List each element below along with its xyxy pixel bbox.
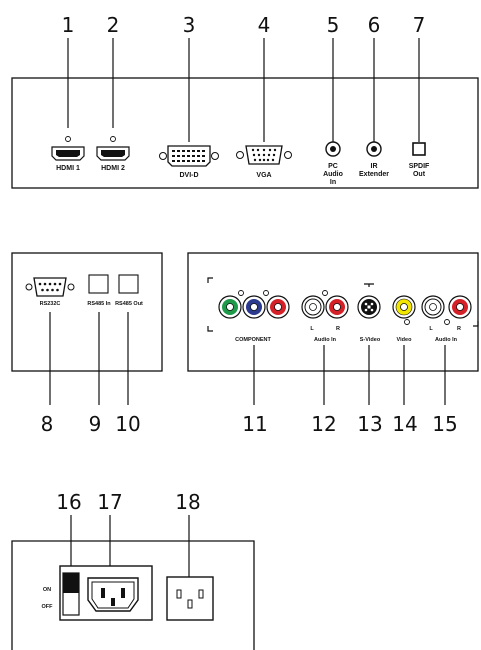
- ir-label-2: Extender: [359, 171, 389, 178]
- video-label: Video: [397, 337, 413, 343]
- ir-extender-jack: [366, 141, 382, 157]
- switch-on-label: ON: [43, 587, 51, 593]
- audio1-left-jack: [301, 295, 325, 319]
- callout-6: 6: [368, 13, 381, 37]
- audio2-right-jack: [448, 295, 472, 319]
- audio2-label: Audio In: [435, 337, 458, 343]
- vga-label: VGA: [256, 172, 271, 179]
- vga-port: [236, 145, 292, 165]
- video-led: [404, 319, 410, 325]
- audio1-right-jack: [325, 295, 349, 319]
- audio1-led: [322, 290, 328, 296]
- callout-3: 3: [183, 13, 196, 37]
- pc-audio-label-2: Audio: [323, 171, 343, 178]
- top-panel: [11, 77, 479, 189]
- audio1-l-label: L: [310, 326, 314, 332]
- audio2-l-label: L: [429, 326, 433, 332]
- callout-18: 18: [175, 490, 200, 514]
- rs485-in-port: [88, 274, 109, 294]
- component-bracket-bl: [207, 326, 213, 332]
- spdif-label-2: Out: [413, 171, 426, 178]
- svideo-label: S-Video: [360, 337, 381, 343]
- component-led-2: [263, 290, 269, 296]
- dvid-label: DVI-D: [179, 172, 198, 179]
- audio2-r-label: R: [457, 326, 461, 332]
- audio2-bracket: [473, 321, 479, 327]
- hdmi1-port: [51, 136, 85, 161]
- ir-label-1: IR: [371, 163, 378, 170]
- spdif-label-1: SPDIF: [409, 163, 430, 170]
- component-led-1: [238, 290, 244, 296]
- pc-audio-jack: [325, 141, 341, 157]
- audio2-left-jack: [421, 295, 445, 319]
- switch-off-label: OFF: [42, 604, 54, 610]
- callout-11: 11: [242, 412, 267, 436]
- audio2-led: [444, 319, 450, 325]
- callout-10: 10: [115, 412, 140, 436]
- svideo-port: [357, 295, 381, 319]
- hdmi2-label: HDMI 2: [101, 165, 125, 172]
- rs232c-port: [25, 277, 75, 297]
- callout-13: 13: [357, 412, 382, 436]
- callout-7: 7: [413, 13, 426, 37]
- component-label: COMPONENT: [235, 337, 271, 343]
- callout-15: 15: [432, 412, 457, 436]
- audio1-r-label: R: [336, 326, 340, 332]
- pc-audio-label-3: In: [330, 179, 336, 186]
- rs485-out-port: [118, 274, 139, 294]
- callout-12: 12: [311, 412, 336, 436]
- callout-4: 4: [258, 13, 271, 37]
- callout-5: 5: [327, 13, 340, 37]
- callout-17: 17: [97, 490, 122, 514]
- hdmi2-port: [96, 136, 130, 161]
- power-outlet: [166, 576, 214, 621]
- pc-audio-label-1: PC: [328, 163, 338, 170]
- dvid-port: [159, 145, 219, 167]
- component-bracket-tl: [207, 277, 213, 283]
- component-green-jack: [218, 295, 242, 319]
- callout-14: 14: [392, 412, 417, 436]
- video-jack: [392, 295, 416, 319]
- component-blue-jack: [242, 295, 266, 319]
- audio1-label: Audio In: [314, 337, 337, 343]
- svideo-tick: [364, 283, 374, 287]
- hdmi1-label: HDMI 1: [56, 165, 80, 172]
- rs485-in-label: RS485 In: [87, 301, 111, 307]
- serial-panel: [11, 252, 163, 372]
- callout-1: 1: [62, 13, 75, 37]
- rs485-out-label: RS485 Out: [115, 301, 143, 307]
- callout-9: 9: [89, 412, 102, 436]
- spdif-port: [412, 142, 426, 156]
- component-red-jack: [266, 295, 290, 319]
- power-inlet: [87, 577, 139, 612]
- callout-16: 16: [56, 490, 81, 514]
- callout-8: 8: [41, 412, 54, 436]
- callout-2: 2: [107, 13, 120, 37]
- rs232c-label: RS232C: [40, 301, 61, 307]
